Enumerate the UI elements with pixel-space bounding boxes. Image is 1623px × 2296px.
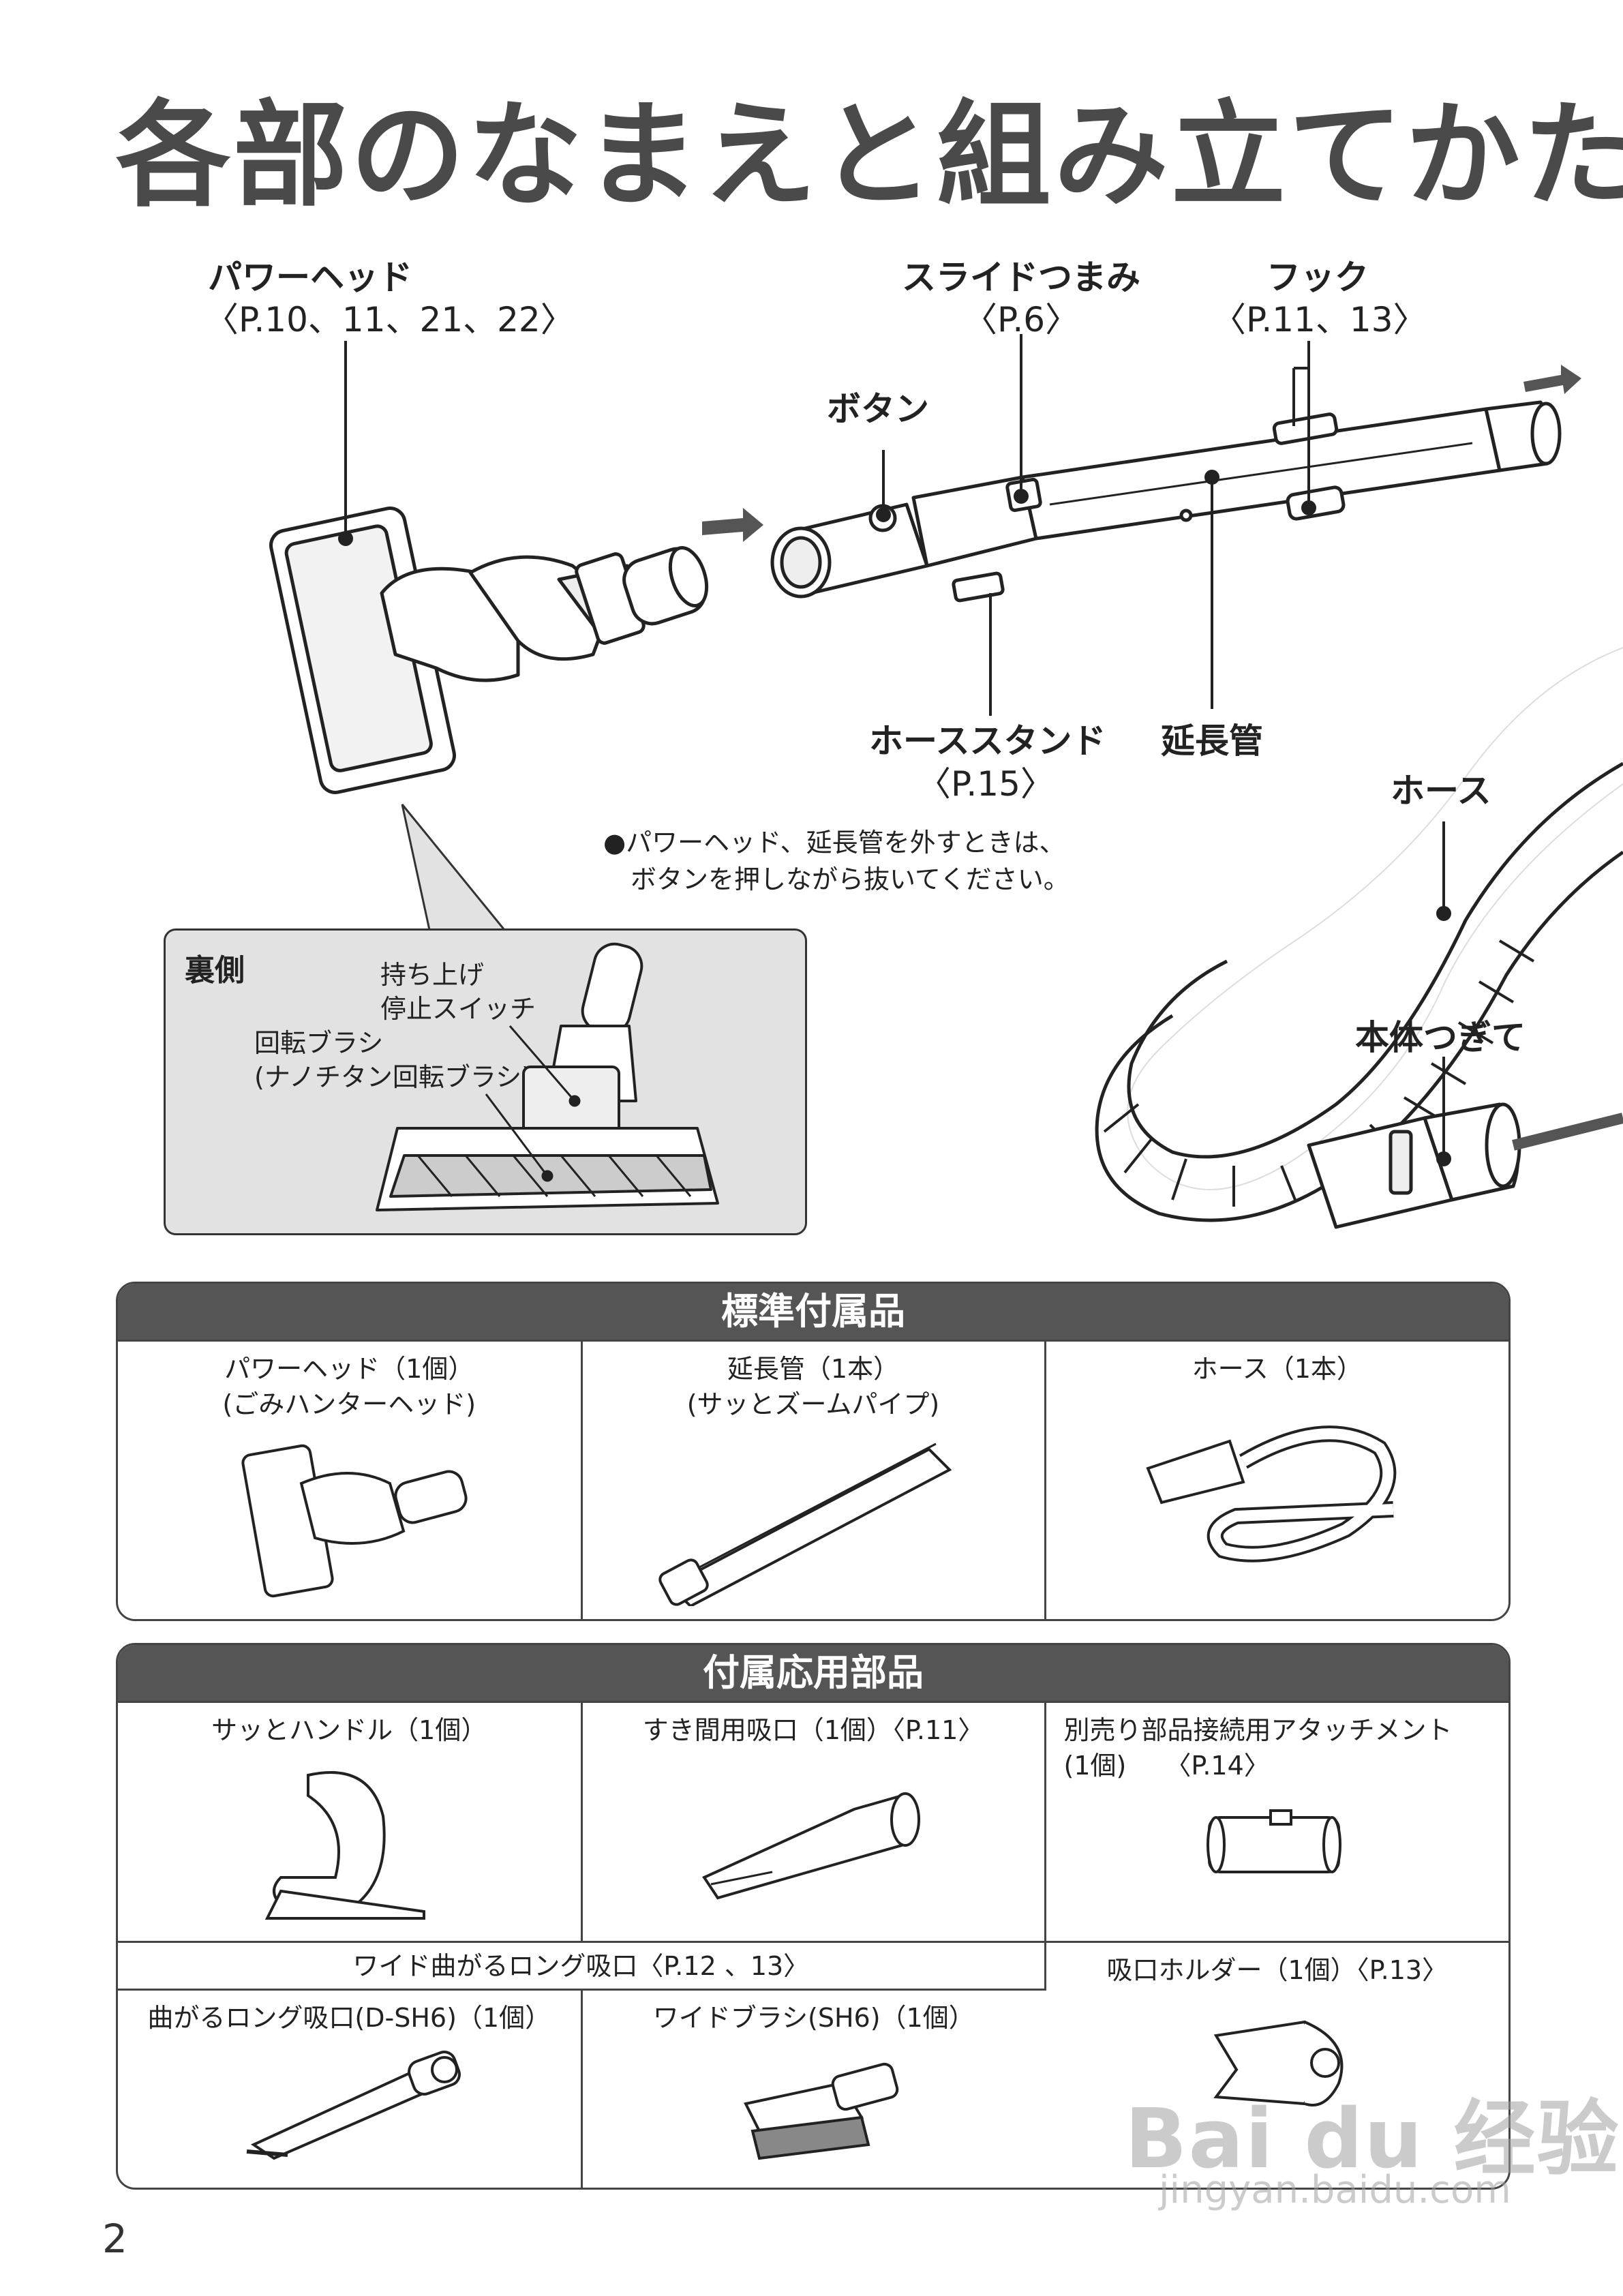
std-item-subtitle: (ごみハンターヘッド) xyxy=(118,1387,581,1422)
standard-accessories: 標準付属品 パワーヘッド（1個） (ごみハンターヘッド) 延長管（1本） (サッ… xyxy=(116,1282,1511,1621)
underside-drawing xyxy=(166,931,805,1233)
ref-hook: 〈P.11、13〉 xyxy=(1212,298,1427,342)
underside-inset: 裏側 持ち上げ 停止スイッチ 回転ブラシ (ナノチタン回転ブラシ) xyxy=(164,928,807,1235)
app-item-bend-long: 曲がるロング吸口(D-SH6)（1個） xyxy=(118,1990,581,2188)
std-item-title: ホース（1本） xyxy=(1046,1342,1509,1387)
attachment-thumb xyxy=(1189,1790,1366,1899)
crevice-nozzle-thumb xyxy=(677,1755,950,1905)
app-item-title: すき間用吸口（1個）〈P.11〉 xyxy=(583,1703,1044,1748)
body-joint-drawing xyxy=(1309,1104,1623,1227)
wide-group-title: ワイド曲がるロング吸口〈P.12 、13〉 xyxy=(118,1943,1044,1984)
power-head-drawing xyxy=(268,505,713,795)
std-item-hose: ホース（1本） xyxy=(1045,1341,1508,1619)
bend-long-nozzle-thumb xyxy=(213,2042,485,2165)
handle-thumb xyxy=(240,1755,458,1925)
page-number: 2 xyxy=(102,2216,127,2262)
ref-hose-stand: 〈P.15〉 xyxy=(917,762,1055,806)
label-extension-pipe: 延長管 xyxy=(1161,719,1263,763)
label-slide-knob: スライドつまみ xyxy=(902,256,1140,299)
ref-slide-knob: 〈P.6〉 xyxy=(963,298,1079,342)
app-item-handle: サッとハンドル（1個） xyxy=(118,1702,581,1942)
std-item-title: パワーヘッド（1個） xyxy=(118,1342,581,1387)
note-line-2: ボタンを押しながら抜いてください。 xyxy=(631,860,1070,898)
app-item-title: サッとハンドル（1個） xyxy=(118,1703,581,1748)
hose-thumb xyxy=(1121,1393,1434,1598)
app-item-title: 吸口ホルダー（1個）〈P.13〉 xyxy=(1046,1943,1509,1988)
wide-brush-thumb xyxy=(705,2042,923,2165)
label-power-head: パワーヘッド xyxy=(208,256,412,299)
power-head-thumb xyxy=(213,1429,485,1606)
extension-pipe-thumb xyxy=(643,1429,984,1606)
std-item-subtitle: (サッとズームパイプ) xyxy=(583,1387,1044,1422)
app-item-crevice: すき間用吸口（1個）〈P.11〉 xyxy=(581,1702,1045,1942)
label-button: ボタン xyxy=(827,387,929,431)
ref-power-head: 〈P.10、11、21、22〉 xyxy=(204,298,575,342)
note-line-1: ●パワーヘッド、延長管を外すときは、 xyxy=(603,824,1065,862)
watermark-url: jingyan.baidu.com xyxy=(1159,2168,1511,2212)
label-hose-stand: ホーススタンド xyxy=(869,719,1106,763)
label-body-joint: 本体つぎて xyxy=(1355,1016,1526,1059)
app-item-wide-brush: ワイドブラシ(SH6)（1個） xyxy=(581,1990,1045,2188)
extension-pipe-drawing xyxy=(772,402,1560,601)
app-item-subtitle: (1個) 〈P.14〉 xyxy=(1046,1748,1509,1783)
app-item-title: ワイドブラシ(SH6)（1個） xyxy=(583,1991,1046,2036)
app-item-attachment: 別売り部品接続用アタッチメント (1個) 〈P.14〉 xyxy=(1045,1702,1508,1942)
label-hook: フック xyxy=(1266,256,1369,299)
label-hose: ホース xyxy=(1391,769,1491,813)
app-item-title: 曲がるロング吸口(D-SH6)（1個） xyxy=(118,1991,581,2036)
std-item-title: 延長管（1本） xyxy=(583,1342,1044,1387)
app-item-title: 別売り部品接続用アタッチメント xyxy=(1046,1703,1509,1748)
std-item-power-head: パワーヘッド（1個） (ごみハンターヘッド) xyxy=(118,1341,581,1619)
wide-group-cell: ワイド曲がるロング吸口〈P.12 、13〉 xyxy=(118,1942,1045,1990)
applied-header: 付属応用部品 xyxy=(118,1645,1508,1701)
std-item-extension-pipe: 延長管（1本） (サッとズームパイプ) xyxy=(581,1341,1045,1619)
standard-header: 標準付属品 xyxy=(118,1284,1508,1340)
